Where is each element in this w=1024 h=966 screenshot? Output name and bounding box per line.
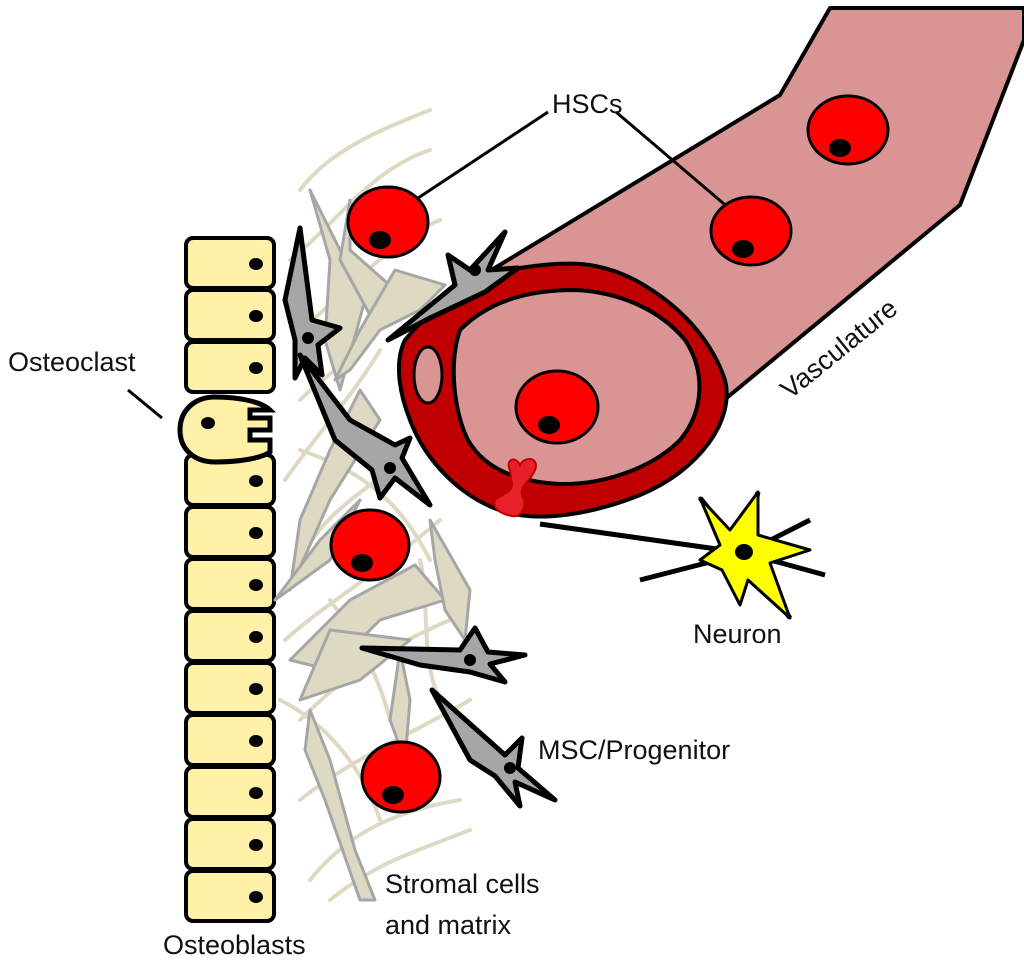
osteoblast-cell	[186, 507, 274, 557]
osteoblast-cell	[186, 559, 274, 609]
hsc-cell	[362, 742, 440, 812]
osteoclast-leader-line	[128, 390, 162, 418]
osteoblast-cell	[186, 290, 274, 340]
label-osteoclast: Osteoclast	[8, 347, 136, 377]
osteoblast-cell	[186, 663, 274, 713]
osteoblast-cell	[186, 611, 274, 661]
osteoblast-cell	[186, 715, 274, 765]
label-msc-progenitor: MSC/Progenitor	[538, 735, 730, 765]
hsc-cell	[516, 371, 598, 443]
label-stromal-line1: Stromal cells	[385, 869, 540, 899]
hsc-cell	[808, 96, 888, 164]
label-neuron: Neuron	[693, 619, 782, 649]
osteoblast-column	[186, 238, 274, 921]
hsc-cell	[348, 187, 428, 257]
label-osteoblasts: Osteoblasts	[163, 930, 306, 960]
hsc-cell	[331, 510, 409, 580]
label-stromal-line2: and matrix	[385, 910, 512, 940]
msc-cell-5	[432, 690, 555, 806]
osteoblast-cell	[186, 238, 274, 288]
osteoclast-cell	[180, 397, 270, 462]
label-hscs: HSCs	[552, 89, 623, 119]
osteoblast-cell	[186, 342, 274, 392]
endothelial-cell	[414, 347, 442, 403]
osteoblast-cell	[186, 819, 274, 869]
hsc-cell	[711, 197, 791, 265]
osteoblast-cell	[186, 871, 274, 921]
osteoblast-cell	[186, 767, 274, 817]
